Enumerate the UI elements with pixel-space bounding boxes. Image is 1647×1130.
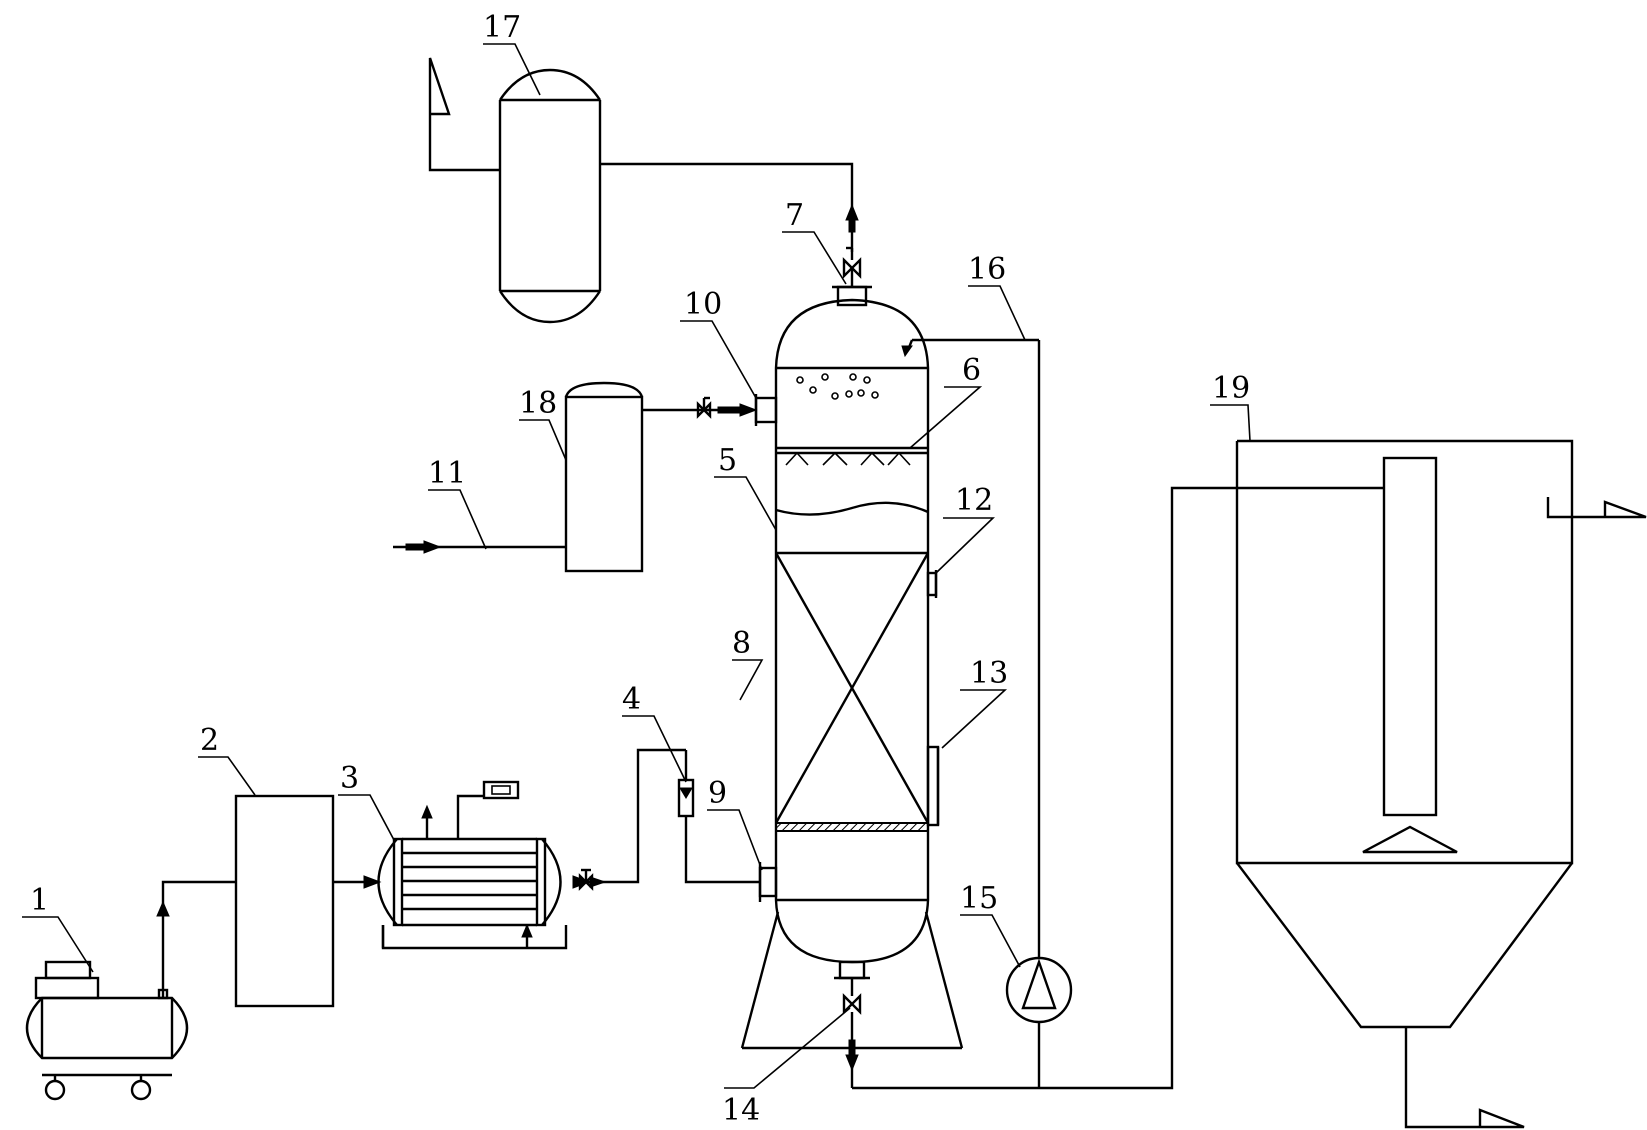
pipe-feed-tank-to-tower — [642, 394, 778, 426]
pipe-heat-exchanger-to-flowmeter — [572, 748, 686, 891]
label-10: 10 — [684, 287, 722, 322]
label-14: 14 — [722, 1093, 760, 1128]
part-labels: 1 2 3 4 5 6 7 8 9 10 11 12 13 14 15 16 1… — [30, 10, 1250, 1128]
label-7: 7 — [785, 198, 804, 233]
label-19: 19 — [1212, 371, 1250, 406]
dryer-unit — [234, 794, 335, 1008]
label-4: 4 — [622, 682, 641, 717]
pipe-dryer-to-heat-exchanger — [333, 875, 382, 889]
label-1: 1 — [30, 883, 49, 918]
label-17: 17 — [483, 10, 521, 45]
side-nozzle — [926, 570, 938, 598]
label-2: 2 — [200, 723, 219, 758]
label-3: 3 — [340, 761, 359, 796]
pipe-tower-bottom-to-settler — [852, 486, 1384, 1090]
gas-holder-tank — [498, 68, 602, 324]
label-8: 8 — [732, 626, 751, 661]
settling-tank — [1235, 439, 1647, 1129]
rotameter — [677, 750, 760, 884]
label-6: 6 — [962, 353, 981, 388]
heat-exchanger — [377, 780, 568, 950]
label-5: 5 — [718, 443, 737, 478]
pipe-tower-to-gas-tank — [600, 162, 854, 172]
label-13: 13 — [970, 656, 1008, 691]
label-11: 11 — [428, 456, 466, 491]
top-outlet-nozzle — [832, 172, 872, 307]
label-9: 9 — [708, 776, 727, 811]
label-12: 12 — [955, 483, 993, 518]
gas-inlet-nozzle — [758, 862, 778, 902]
label-15: 15 — [960, 881, 998, 916]
feed-tank — [564, 381, 644, 573]
label-16: 16 — [968, 252, 1006, 287]
bottom-outlet-nozzle — [834, 960, 870, 1088]
label-18: 18 — [519, 386, 557, 421]
pipe-feed-inlet — [393, 540, 566, 554]
absorption-tower — [774, 298, 930, 964]
leader-lines — [22, 43, 1251, 1089]
circulation-pump — [1005, 340, 1073, 1088]
pipe-compressor-to-dryer — [156, 880, 236, 1000]
manhole — [926, 745, 940, 827]
vent-outlet-left — [428, 57, 500, 172]
tower-skirt — [740, 911, 964, 1050]
recycle-line — [901, 338, 1039, 358]
air-compressor — [25, 960, 189, 1101]
